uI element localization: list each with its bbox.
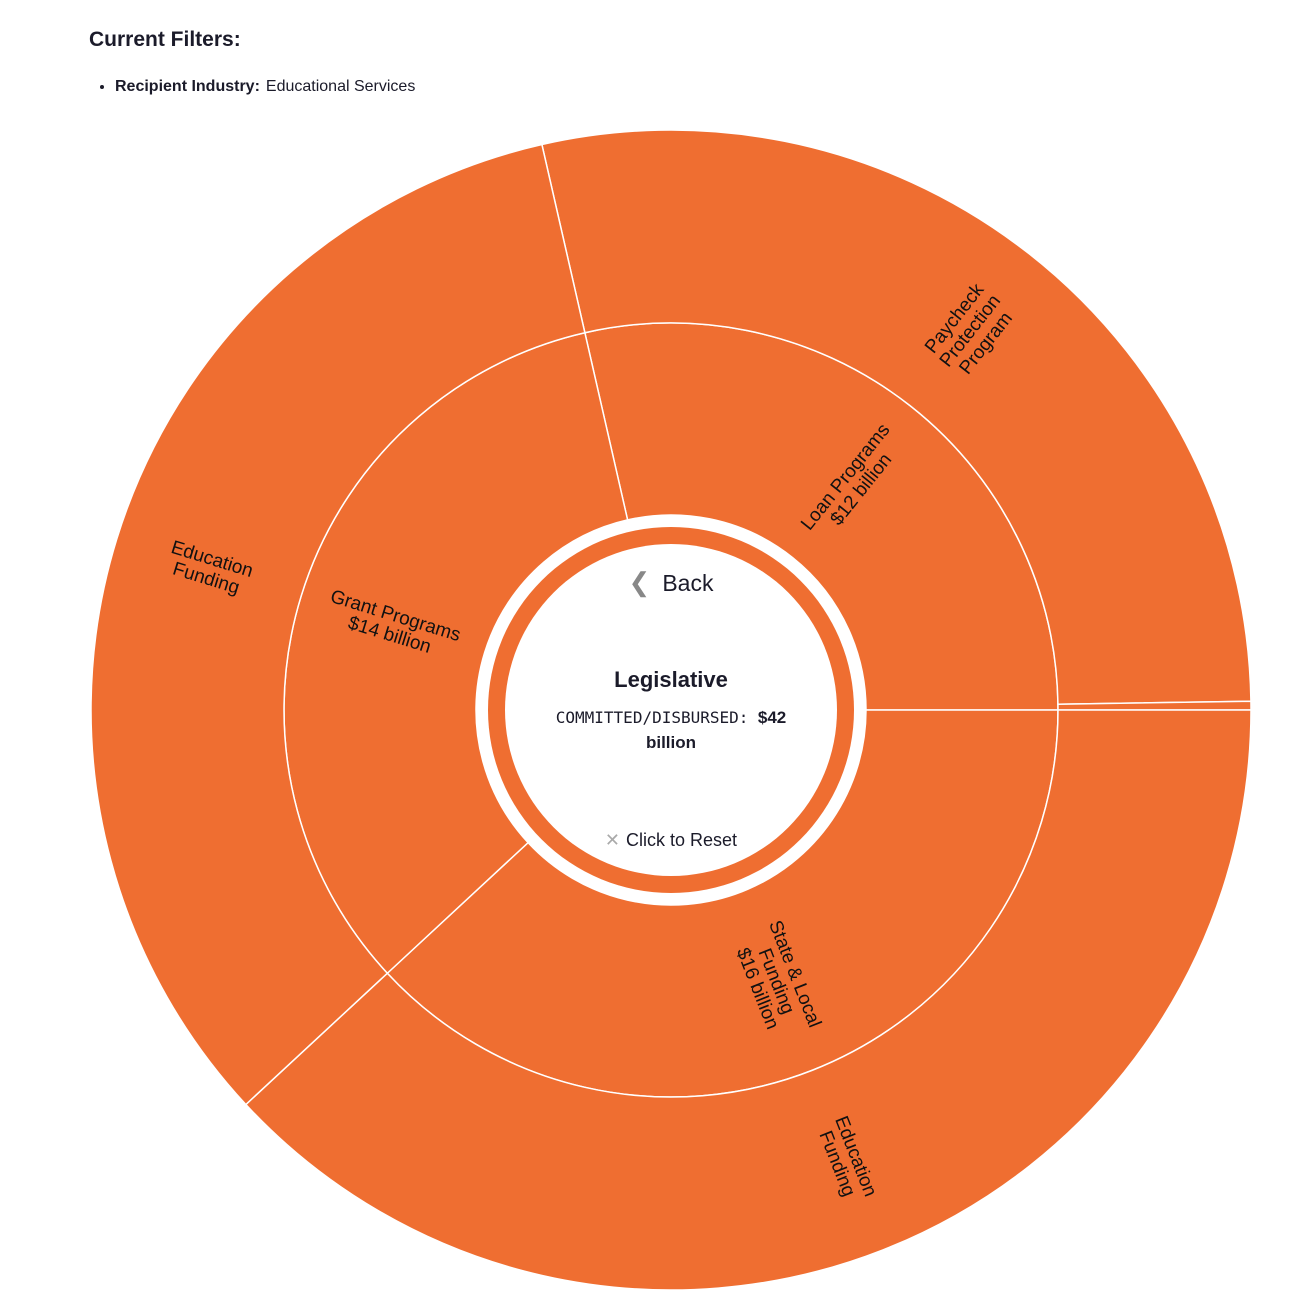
metric-value: $42: [757, 708, 787, 727]
outer-segment[interactable]: [541, 129, 1252, 705]
metric-unit: billion: [645, 733, 697, 752]
center-amount: COMMITTED/DISBURSED: $42 billion: [536, 705, 806, 755]
outer-segment[interactable]: [90, 143, 586, 1106]
current-filters: Current Filters: Recipient Industry: Educ…: [89, 28, 415, 96]
center-panel: ❮ Back Legislative COMMITTED/DISBURSED: $…: [506, 545, 836, 875]
filters-title: Current Filters:: [89, 28, 241, 51]
outer-segment[interactable]: [244, 709, 1252, 1291]
back-label: Back: [662, 570, 714, 596]
chevron-left-icon: ❮: [628, 567, 651, 597]
center-circle: [505, 544, 837, 876]
metric-label: COMMITTED/DISBURSED:: [555, 708, 749, 727]
close-icon: ✕: [604, 830, 621, 850]
filter-item: Recipient Industry: Educational Services: [115, 78, 415, 96]
center-title: Legislative: [614, 667, 728, 692]
filter-label: Recipient Industry:: [115, 78, 260, 95]
reset-label: Click to Reset: [626, 830, 738, 850]
filter-value: Educational Services: [265, 78, 416, 95]
back-button[interactable]: ❮ Back: [506, 567, 836, 598]
reset-button[interactable]: ✕Click to Reset: [506, 830, 836, 851]
